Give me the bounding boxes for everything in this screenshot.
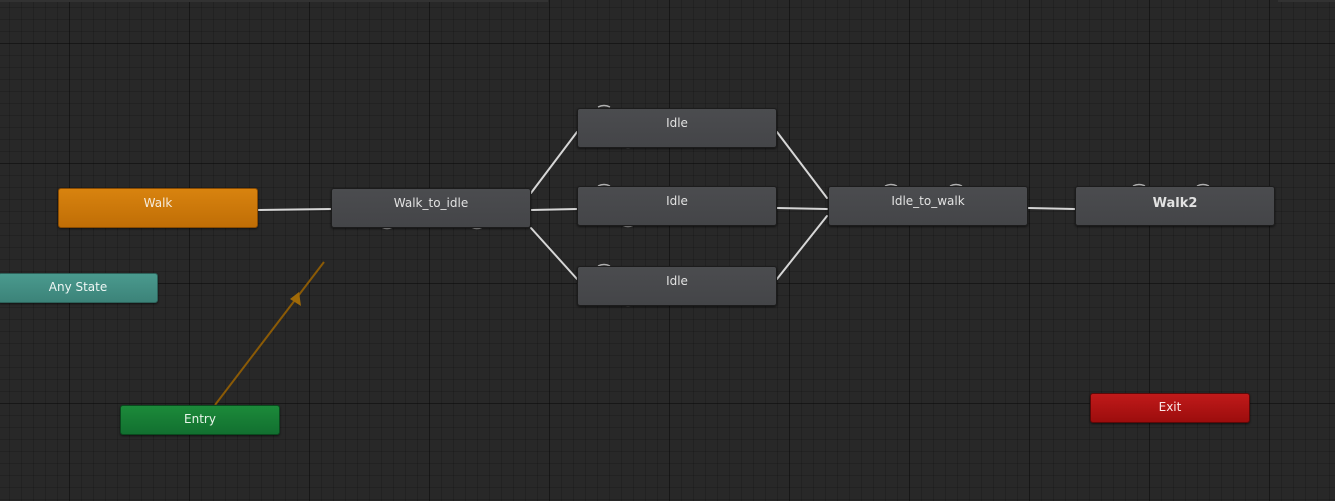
top-toolbar-edge: [0, 0, 548, 2]
transition-idle-top-to-idle-to-walk[interactable]: [776, 131, 828, 199]
state-idle-top[interactable]: Idle: [577, 108, 777, 148]
top-toolbar-edge: [1278, 0, 1335, 2]
state-label: Walk2: [1152, 196, 1198, 211]
transition-idle-bottom-to-idle-to-walk[interactable]: [776, 215, 828, 280]
state-label: Idle_to_walk: [891, 194, 965, 208]
entry-node[interactable]: Entry: [120, 405, 280, 435]
state-walk[interactable]: Walk: [58, 188, 258, 228]
connector-stub: [597, 104, 611, 108]
entry-transition[interactable]: [214, 261, 325, 406]
connector-stub: [1132, 183, 1146, 187]
state-label: Walk_to_idle: [393, 196, 469, 210]
transition-walk-to-idle-to-idle-top[interactable]: [530, 131, 578, 194]
state-idle-bottom[interactable]: Idle: [577, 266, 777, 306]
transition-idle-mid-to-idle-to-walk[interactable]: [776, 207, 828, 210]
transition-idle-to-walk-to-walk2[interactable]: [1027, 207, 1076, 210]
connector-stub: [597, 263, 611, 267]
state-label: Walk: [143, 196, 173, 210]
state-walk-to-idle[interactable]: Walk_to_idle: [331, 188, 531, 228]
state-label: Idle: [666, 274, 688, 288]
any-state-node[interactable]: Any State: [0, 273, 158, 303]
connector-stub: [1196, 183, 1210, 187]
state-idle-mid[interactable]: Idle: [577, 186, 777, 226]
arrow-head-icon: [290, 292, 301, 306]
connector-stub: [884, 183, 898, 187]
state-label: Idle: [666, 116, 688, 130]
any-state-label: Any State: [48, 280, 108, 294]
transition-walk-to-idle-to-idle-mid[interactable]: [530, 208, 578, 211]
state-label: Idle: [666, 194, 688, 208]
state-idle-to-walk[interactable]: Idle_to_walk: [828, 186, 1028, 226]
transition-walk-to-idle-to-idle-bottom[interactable]: [530, 227, 578, 280]
exit-label: Exit: [1158, 400, 1182, 414]
connector-stub: [597, 183, 611, 187]
connector-stub: [949, 183, 963, 187]
entry-label: Entry: [184, 412, 216, 426]
transition-walk-to-walk-to-idle[interactable]: [257, 208, 332, 211]
exit-node[interactable]: Exit: [1090, 393, 1250, 423]
state-walk2[interactable]: Walk2: [1075, 186, 1275, 226]
